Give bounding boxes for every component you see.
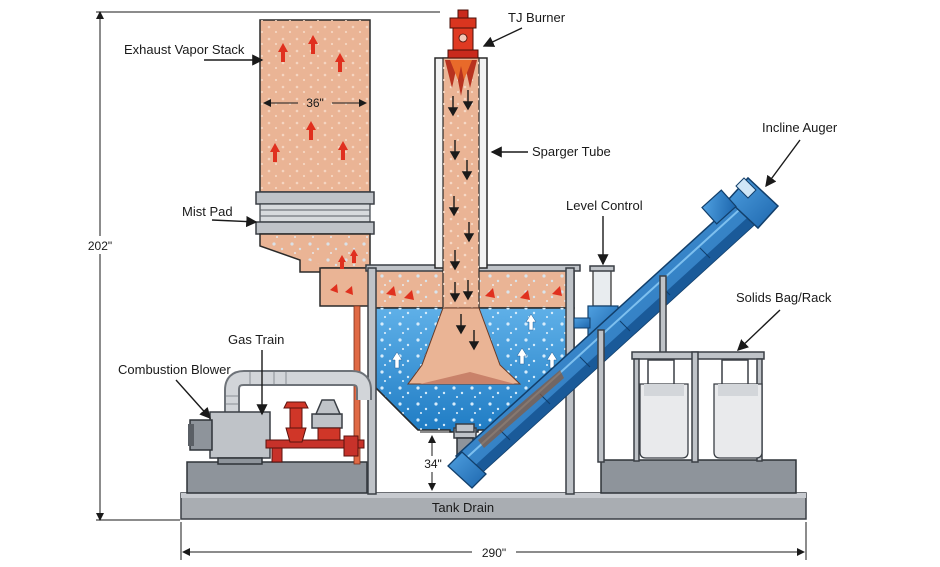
height-dimension (82, 11, 440, 521)
sparger-tube-label: Sparger Tube (532, 144, 611, 159)
stack-transition-hopper (259, 233, 371, 307)
stack-width-label: 36" (306, 96, 324, 110)
tj-burner-label: TJ Burner (508, 10, 566, 25)
gas-train (265, 399, 365, 463)
incline-auger-label: Incline Auger (762, 120, 838, 135)
tank-drain-label: Tank Drain (432, 500, 494, 515)
solids-bag-rack (631, 351, 765, 463)
mist-pad (255, 191, 375, 235)
combustion-blower (188, 411, 271, 465)
solids-bag-rack-label: Solids Bag/Rack (736, 290, 832, 305)
exhaust-vapor-stack (259, 19, 371, 193)
height-dimension-label: 202" (88, 239, 112, 253)
combustion-blower-label: Combustion Blower (118, 362, 231, 377)
length-dimension (180, 522, 807, 560)
cone-clearance-label: 34" (424, 457, 442, 471)
tj-burner (447, 9, 479, 59)
gas-train-label: Gas Train (228, 332, 284, 347)
exhaust-vapor-stack-label: Exhaust Vapor Stack (124, 42, 245, 57)
mist-pad-label: Mist Pad (182, 204, 233, 219)
incline-auger (447, 176, 780, 489)
level-control-label: Level Control (566, 198, 643, 213)
cone-clearance-dimension (420, 431, 452, 491)
vapor-flow-arrows (270, 35, 348, 162)
sparger-tube (407, 57, 522, 385)
gas-flow-arrows (447, 90, 480, 351)
length-dimension-label: 290" (482, 546, 506, 560)
base-skid (180, 459, 807, 520)
